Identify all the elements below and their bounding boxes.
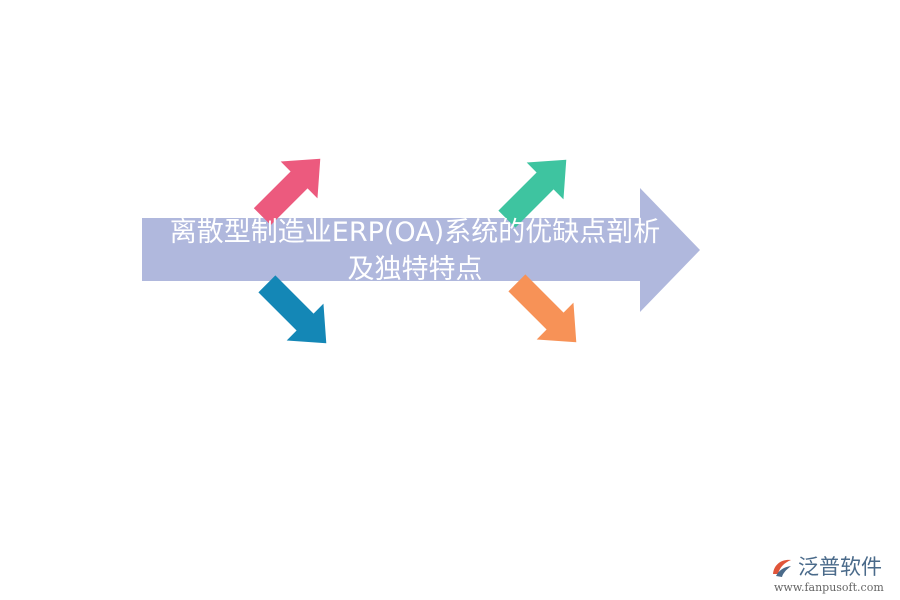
fanpu-logo-icon	[773, 559, 791, 577]
arrow-bottom-left-icon	[258, 275, 327, 344]
arrow-top-right-icon	[498, 159, 567, 228]
logo-name: 泛普软件	[798, 555, 882, 579]
main-right-arrow-icon	[142, 188, 700, 312]
diagram-title-line-2: 及独特特点	[347, 254, 483, 285]
brand-logo: 泛普软件 www.fanpusoft.com	[770, 552, 896, 596]
arrow-bottom-right-icon	[508, 274, 577, 343]
diagram-title-line-1: 离散型制造业ERP(OA)系统的优缺点剖析	[169, 217, 661, 248]
logo-url: www.fanpusoft.com	[774, 581, 884, 594]
arrow-top-left-icon	[253, 158, 321, 226]
